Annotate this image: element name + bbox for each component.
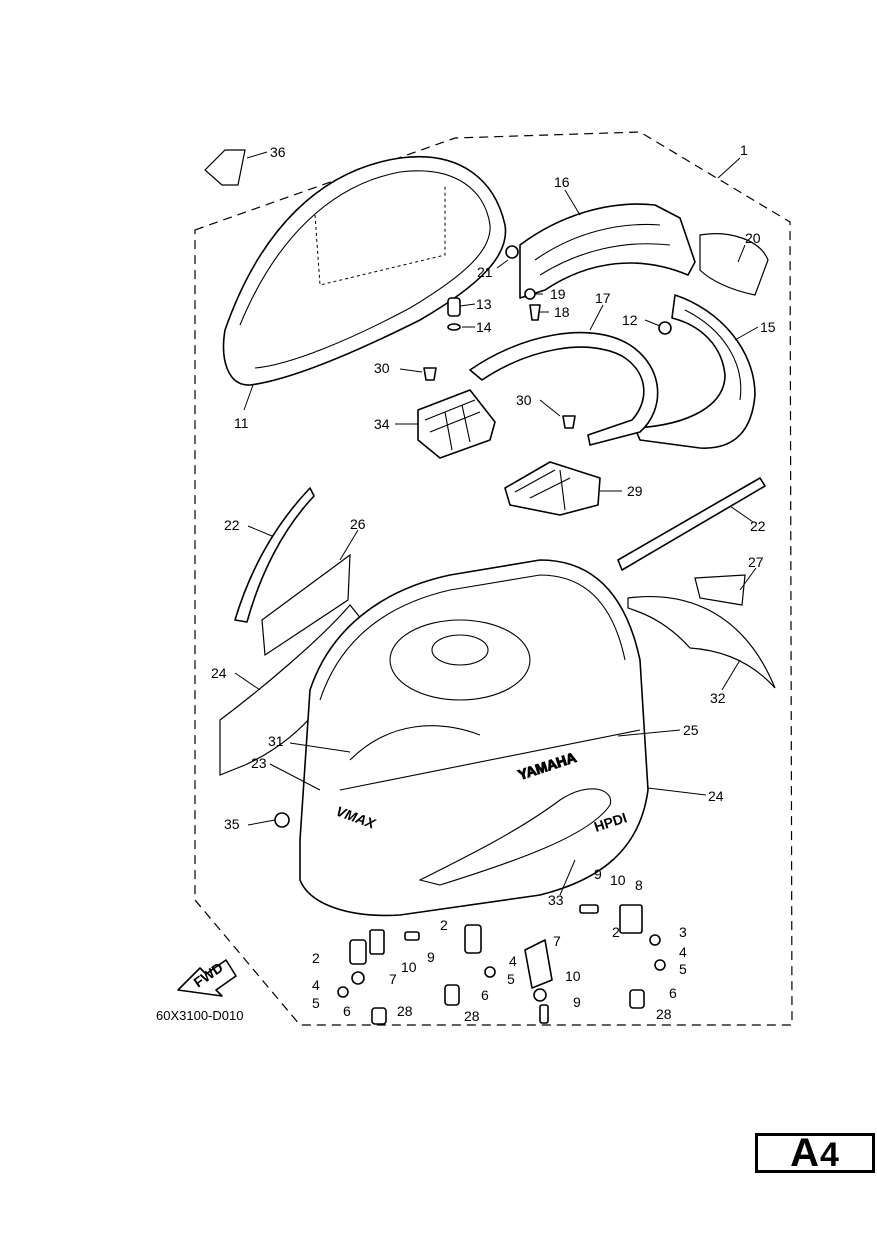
callout-10: 10	[401, 959, 417, 975]
callout-28: 28	[397, 1003, 413, 1019]
callout-4c: 4	[679, 944, 687, 960]
part-29-bracket	[504, 461, 601, 516]
callout-3: 3	[679, 924, 687, 940]
callout-10b: 10	[610, 872, 626, 888]
callout-7: 7	[389, 971, 397, 987]
latch-hardware-left	[337, 929, 420, 1025]
callout-33: 33	[548, 892, 564, 908]
part-36-decal	[204, 149, 246, 186]
callout-6b: 6	[481, 987, 489, 1003]
callout-17: 17	[595, 290, 611, 306]
callout-2: 2	[312, 950, 320, 966]
callout-32: 32	[710, 690, 726, 706]
part-34-bracket	[417, 389, 496, 459]
part-35-grommet	[274, 812, 290, 828]
bottom-cowling	[299, 559, 649, 917]
callout-9c: 9	[573, 994, 581, 1010]
callout-25: 25	[683, 722, 699, 738]
callout-2c: 2	[612, 924, 620, 940]
page-label-badge: A4	[755, 1133, 875, 1173]
part-20-decal	[699, 233, 769, 296]
callout-34: 34	[374, 416, 390, 432]
part-32-graphic	[627, 595, 776, 689]
callout-30b: 30	[516, 392, 532, 408]
part-16-rear-bracket	[519, 203, 696, 299]
callout-5: 5	[312, 995, 320, 1011]
callout-7b: 7	[553, 933, 561, 949]
callout-23: 23	[251, 755, 267, 771]
callout-18: 18	[554, 304, 570, 320]
callout-22: 22	[224, 517, 240, 533]
callout-9b: 9	[594, 866, 602, 882]
latch-hardware-right	[579, 904, 666, 1009]
callout-36: 36	[270, 144, 286, 160]
part-11-upper-cover	[222, 156, 507, 386]
drawing-code: 60X3100-D010	[156, 1008, 243, 1023]
callout-8: 8	[635, 877, 643, 893]
callout-28b: 28	[464, 1008, 480, 1024]
leader-lines	[234, 151, 759, 896]
callout-24: 24	[211, 665, 227, 681]
latch-hardware-center	[444, 924, 553, 1024]
callout-6c: 6	[669, 985, 677, 1001]
callout-5c: 5	[679, 961, 687, 977]
part-15-side-bracket	[634, 294, 756, 449]
part-22-strip-left	[234, 487, 315, 623]
callout-28c: 28	[656, 1006, 672, 1022]
page-label-number: 4	[819, 1136, 840, 1174]
callout-11: 11	[234, 415, 249, 431]
callout-10c: 10	[565, 968, 581, 984]
callout-15: 15	[760, 319, 776, 335]
assembly-boundary	[194, 131, 793, 1026]
part-22-strip-right	[617, 477, 766, 571]
callout-21: 21	[477, 264, 493, 280]
callout-1: 1	[740, 142, 748, 158]
callout-22b: 22	[750, 518, 766, 534]
callout-13: 13	[476, 296, 492, 312]
part-26-decal	[261, 553, 351, 657]
fwd-arrow-icon: FWD	[177, 959, 237, 997]
callout-4: 4	[312, 977, 320, 993]
callout-2b: 2	[440, 917, 448, 933]
callout-19: 19	[550, 286, 566, 302]
callout-31: 31	[268, 733, 284, 749]
page-label: A4	[790, 1133, 840, 1173]
callout-14: 14	[476, 319, 492, 335]
callout-4b: 4	[509, 953, 517, 969]
callout-30: 30	[374, 360, 390, 376]
callout-29: 29	[627, 483, 643, 499]
part-17-seal	[469, 331, 659, 446]
callout-9: 9	[427, 949, 435, 965]
callout-5b: 5	[507, 971, 515, 987]
page-label-letter: A	[790, 1131, 820, 1175]
callout-6: 6	[343, 1003, 351, 1019]
callout-20: 20	[745, 230, 761, 246]
part-27-decal	[694, 574, 746, 606]
callout-16: 16	[554, 174, 570, 190]
callout-12: 12	[622, 312, 638, 328]
callout-26: 26	[350, 516, 366, 532]
callout-35: 35	[224, 816, 240, 832]
callout-27: 27	[748, 554, 764, 570]
callout-labels: 1 2 2 2 3 4 4 4 5 5 5 6 6 6 7 7 8 9 9 9 …	[211, 142, 776, 1024]
small-hardware	[423, 245, 672, 429]
callout-24b: 24	[708, 788, 724, 804]
